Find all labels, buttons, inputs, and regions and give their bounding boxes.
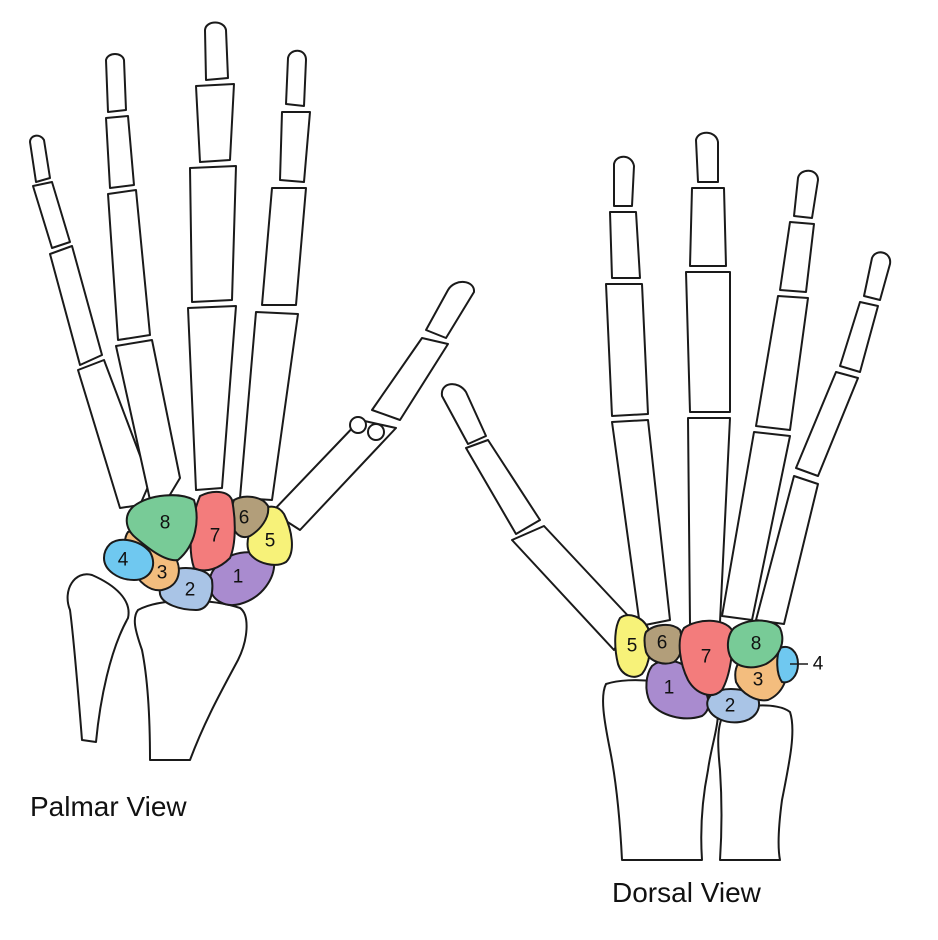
- dorsal-carpal-1-number: 1: [664, 678, 675, 699]
- dorsal-little-middle: [839, 301, 879, 373]
- dorsal-carpal-6: 6: [643, 624, 683, 665]
- dorsal-carpal-5-shape: [614, 614, 651, 678]
- palmar-carpal-7-number: 7: [210, 526, 221, 547]
- palmar-carpal-8: 8: [125, 494, 198, 562]
- dorsal-carpal-7: 7: [678, 619, 734, 696]
- dorsal-carpal-8-number: 8: [751, 634, 762, 655]
- dorsal-index-middle: [609, 211, 641, 279]
- palmar-index-distal: [285, 49, 307, 107]
- dorsal-carpal-7-shape: [678, 619, 734, 696]
- palmar-carpal-3-number: 3: [157, 563, 168, 584]
- dorsal-carpal-7-number: 7: [701, 647, 712, 668]
- dorsal-carpal-5-number: 5: [627, 636, 638, 657]
- dorsal-thumb-proximal: [465, 439, 541, 535]
- dorsal-ring-middle: [779, 221, 815, 293]
- dorsal-fingers: [440, 131, 892, 651]
- palmar-ring-metacarpal: [115, 339, 181, 501]
- palmar-ulna: [66, 573, 130, 743]
- palmar-index-metacarpal: [239, 311, 299, 501]
- palmar-carpal-4: 4: [103, 538, 155, 581]
- palmar-ring-middle: [105, 115, 135, 189]
- palmar-middle-metacarpal: [187, 305, 237, 491]
- palmar-middle-middle: [195, 83, 235, 163]
- palmar-ring-distal: [105, 53, 127, 113]
- dorsal-index-distal: [613, 155, 635, 207]
- dorsal-index-metacarpal: [611, 419, 671, 627]
- dorsal-carpal-8: 8: [726, 619, 784, 669]
- palmar-hand: 1 2 3 4 5 6 7: [29, 21, 475, 822]
- dorsal-forearm: [602, 679, 794, 861]
- dorsal-little-proximal: [795, 371, 859, 477]
- dorsal-middle-distal: [695, 131, 719, 183]
- palmar-carpal-6-number: 6: [239, 508, 250, 529]
- dorsal-carpals: 1 2 3 4 5 6: [614, 614, 824, 724]
- dorsal-carpal-4-number: 4: [813, 654, 824, 675]
- palmar-carpal-8-number: 8: [160, 513, 171, 534]
- dorsal-hand: 1 2 3 4 5 6: [440, 131, 892, 908]
- dorsal-thumb-metacarpal: [511, 525, 633, 651]
- palmar-index-proximal: [261, 187, 307, 306]
- palmar-thumb-metacarpal: [271, 419, 397, 531]
- palmar-thumb-distal: [425, 281, 475, 339]
- dorsal-carpal-5: 5: [614, 614, 651, 678]
- palmar-carpal-4-number: 4: [118, 550, 129, 571]
- dorsal-carpal-6-shape: [643, 624, 683, 665]
- dorsal-little-metacarpal: [755, 475, 819, 625]
- dorsal-carpal-2-number: 2: [725, 696, 736, 717]
- dorsal-carpal-8-shape: [726, 619, 784, 669]
- dorsal-carpal-4-shape: [776, 646, 799, 684]
- palmar-little-middle: [32, 181, 71, 249]
- palmar-index-middle: [279, 111, 311, 183]
- palmar-thumb-proximal: [371, 337, 449, 421]
- dorsal-carpal-4: 4: [776, 646, 824, 684]
- dorsal-ring-distal: [793, 169, 819, 219]
- dorsal-middle-metacarpal: [687, 417, 731, 625]
- palmar-carpal-2-number: 2: [185, 580, 196, 601]
- palmar-forearm: [66, 573, 248, 761]
- palmar-little-distal: [29, 134, 51, 183]
- dorsal-thumb-distal: [440, 383, 487, 445]
- dorsal-middle-middle: [689, 187, 727, 267]
- palmar-middle-distal: [204, 21, 229, 81]
- palmar-carpal-7: 7: [189, 490, 236, 572]
- dorsal-ulna: [717, 704, 794, 861]
- dorsal-middle-proximal: [685, 271, 731, 413]
- palmar-radius: [133, 599, 248, 761]
- palmar-carpal-4-shape: [103, 538, 155, 581]
- palmar-carpal-5-number: 5: [265, 531, 276, 552]
- palmar-carpal-1-number: 1: [233, 567, 244, 588]
- palmar-little-metacarpal: [77, 359, 151, 509]
- palmar-ring-proximal: [107, 189, 151, 341]
- dorsal-index-proximal: [605, 283, 649, 417]
- palmar-fingers: [29, 21, 475, 531]
- palmar-little-proximal: [49, 245, 103, 366]
- palmar-middle-proximal: [189, 165, 237, 303]
- dorsal-ring-proximal: [755, 295, 809, 431]
- palmar-view-label: Palmar View: [30, 791, 187, 822]
- palmar-carpal-8-shape: [125, 494, 198, 562]
- dorsal-view-label: Dorsal View: [612, 877, 762, 908]
- palmar-carpals: 1 2 3 4 5 6 7: [103, 490, 293, 611]
- dorsal-carpal-6-number: 6: [657, 633, 668, 654]
- dorsal-little-distal: [863, 251, 892, 301]
- dorsal-carpal-3-number: 3: [753, 670, 764, 691]
- palmar-sesamoid-b: [367, 423, 385, 441]
- palmar-sesamoid-a: [349, 416, 367, 434]
